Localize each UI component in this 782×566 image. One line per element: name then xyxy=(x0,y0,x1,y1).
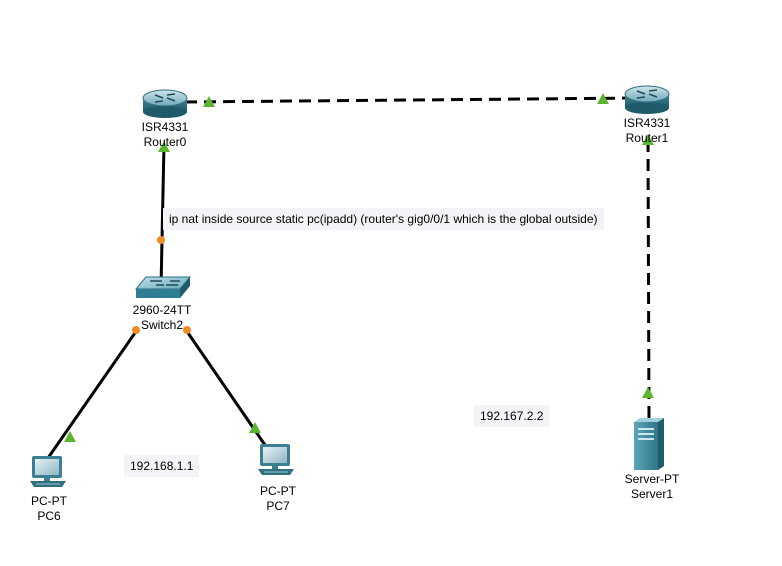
link-switch2-pc7[interactable] xyxy=(184,329,267,446)
link-down-indicator xyxy=(132,326,140,334)
server1-model: Server-PT xyxy=(624,472,680,486)
link-up-indicator xyxy=(642,387,654,398)
router1-label: ISR4331 Router1 xyxy=(612,116,682,146)
link-router1-server1[interactable] xyxy=(646,139,651,419)
link-down-indicator xyxy=(157,236,165,244)
switch-icon[interactable] xyxy=(134,276,192,298)
server1-label: Server-PT Server1 xyxy=(612,472,692,502)
link-up-indicator xyxy=(203,96,215,107)
link-up-indicator xyxy=(642,134,654,145)
link-down-indicator xyxy=(183,326,191,334)
link-switch2-pc6[interactable] xyxy=(46,329,139,459)
link-up-indicator xyxy=(249,422,261,433)
server-ip-note[interactable]: 192.167.2.2 xyxy=(474,405,550,427)
router0-label: ISR4331 Router0 xyxy=(130,120,200,150)
pc6-label: PC-PT PC6 xyxy=(14,494,84,524)
link-up-indicator xyxy=(64,431,76,442)
router1-name: Router1 xyxy=(625,131,669,145)
pc7-name: PC7 xyxy=(266,499,290,513)
switch2-label: 2960-24TT Switch2 xyxy=(120,303,204,333)
link-router0-switch2[interactable] xyxy=(159,143,166,289)
pc7-model: PC-PT xyxy=(260,484,296,498)
router0-model: ISR4331 xyxy=(141,120,189,134)
switch2-name: Switch2 xyxy=(140,318,184,332)
lan-ip-note[interactable]: 192.168.1.1 xyxy=(124,455,200,477)
switch2-model: 2960-24TT xyxy=(132,303,192,317)
link-up-indicator xyxy=(597,93,609,104)
router-icon[interactable] xyxy=(142,89,188,118)
router-icon[interactable] xyxy=(624,85,670,114)
pc-icon[interactable] xyxy=(258,444,294,475)
pc6-name: PC6 xyxy=(37,509,61,523)
pc-icon[interactable] xyxy=(30,456,66,487)
link-up-indicator xyxy=(158,141,170,152)
router0-name: Router0 xyxy=(143,135,187,149)
pc7-label: PC-PT PC7 xyxy=(243,484,313,514)
nat-command-note[interactable]: ip nat inside source static pc(ipadd) (r… xyxy=(163,208,604,230)
server1-name: Server1 xyxy=(630,487,674,501)
link-router0-router1[interactable] xyxy=(184,96,641,104)
pc6-model: PC-PT xyxy=(31,494,67,508)
server-icon[interactable] xyxy=(634,418,664,470)
router1-model: ISR4331 xyxy=(623,116,671,130)
